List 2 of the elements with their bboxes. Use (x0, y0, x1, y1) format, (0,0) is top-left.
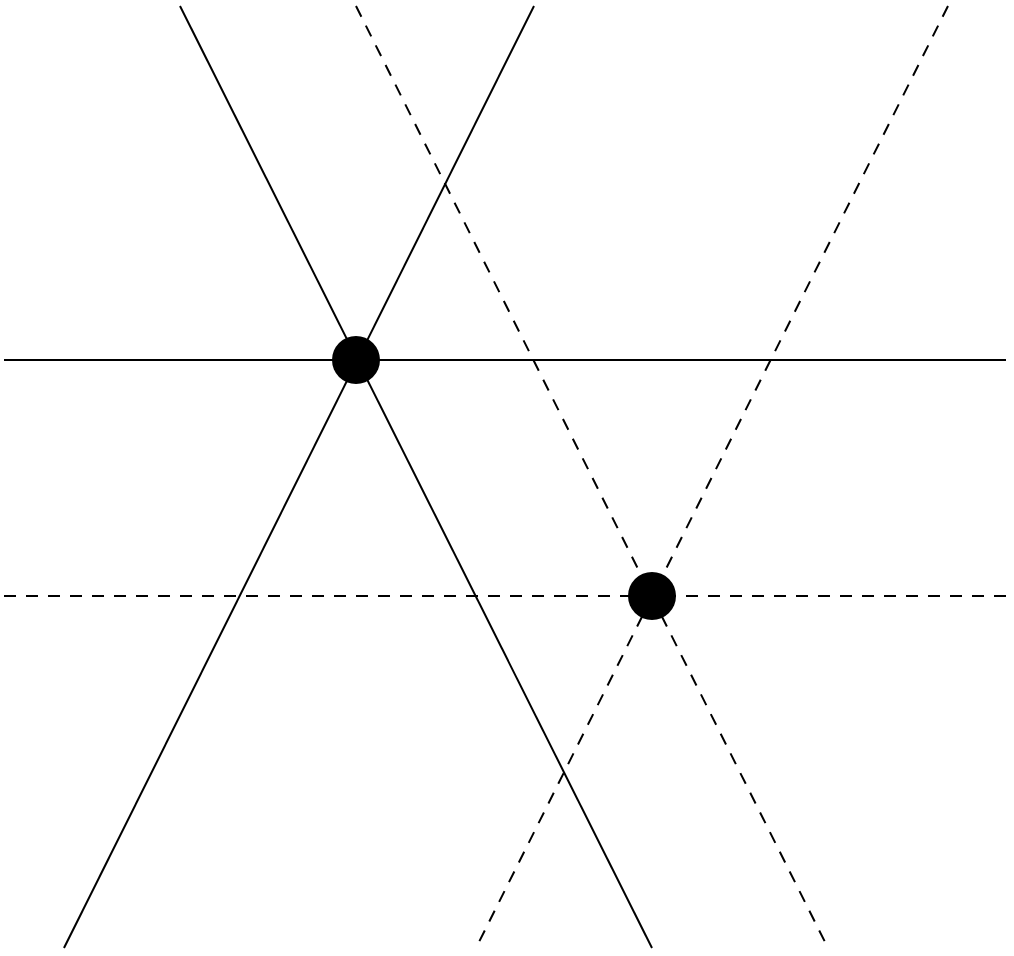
point-dot (628, 572, 676, 620)
point-dot (332, 336, 380, 384)
